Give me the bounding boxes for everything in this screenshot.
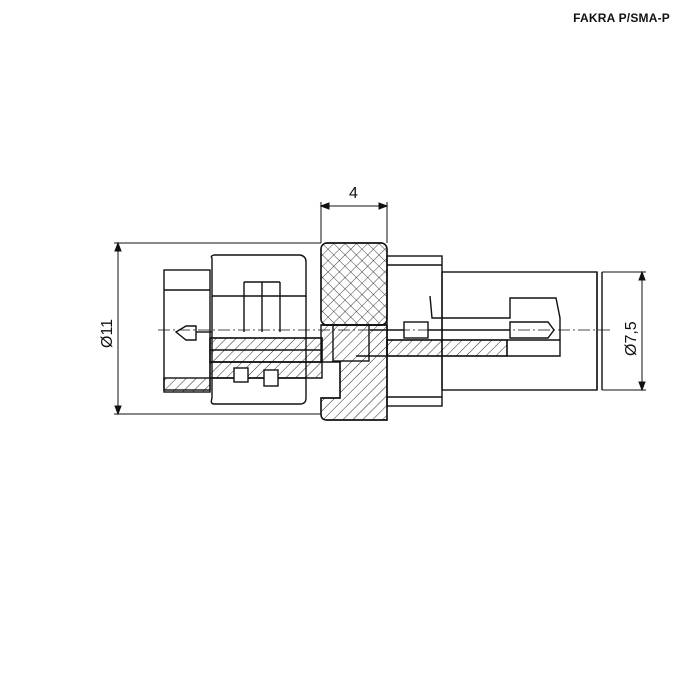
coupling-nut — [210, 254, 307, 297]
drawing-title: FAKRA P/SMA-P — [573, 11, 670, 25]
sma-flange-hatched — [163, 377, 211, 393]
fakra-housing — [386, 255, 443, 407]
knurled-ring — [320, 242, 388, 326]
body-hatched — [320, 324, 388, 421]
dimension-width-label: 4 — [349, 185, 358, 202]
dimension-diameter-right-label: Ø7,5 — [623, 321, 640, 356]
center-pin-left — [174, 325, 197, 341]
inner-contact-hatched — [386, 339, 508, 357]
dimension-diameter-left-label: Ø11 — [99, 319, 116, 348]
fakra-sleeve — [441, 271, 598, 391]
